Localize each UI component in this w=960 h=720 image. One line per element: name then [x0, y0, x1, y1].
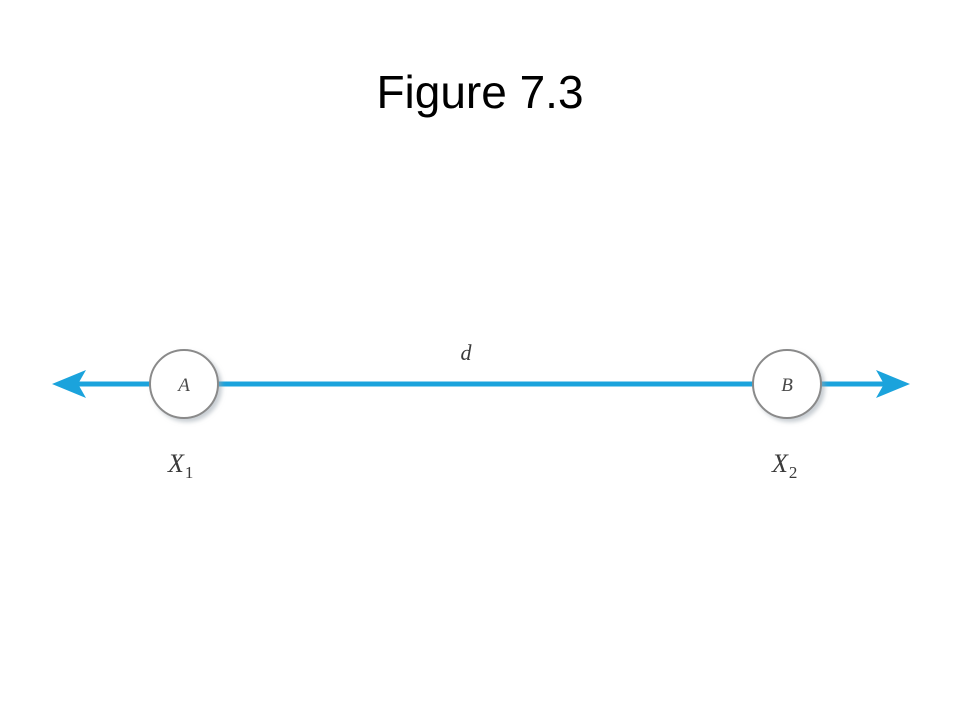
right-arrowhead — [876, 370, 910, 398]
position-label-x2-base: X — [771, 449, 789, 478]
position-label-x2: X2 — [771, 449, 797, 482]
distance-label: d — [461, 340, 473, 365]
node-b-circle — [752, 349, 822, 419]
position-label-x2-sub: 2 — [789, 463, 798, 482]
left-arrowhead — [52, 370, 86, 398]
node-b-label: B — [781, 375, 793, 396]
position-label-x1-base: X — [167, 449, 185, 478]
node-a-label: A — [176, 375, 190, 396]
node-b: B — [752, 349, 822, 419]
node-a: A — [149, 349, 219, 419]
node-a-circle — [149, 349, 219, 419]
position-label-x1-sub: 1 — [185, 463, 194, 482]
position-label-x1: X1 — [167, 449, 193, 482]
figure-title: Figure 7.3 — [376, 66, 584, 118]
